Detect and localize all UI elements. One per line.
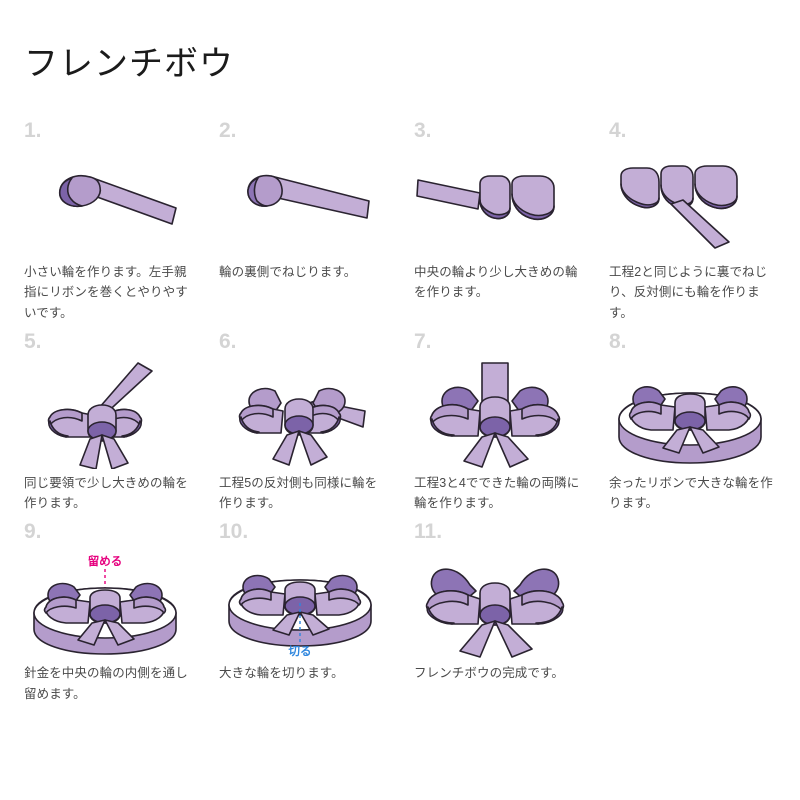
figure-bow-with-diagonal-tail	[24, 357, 206, 469]
empty-grid-cell	[609, 521, 784, 704]
page-title: フレンチボウ	[24, 45, 234, 83]
step-card-8: 8.	[609, 331, 800, 514]
step-number: 6.	[219, 329, 237, 353]
figure-bow-on-big-loop-fasten: 留める	[24, 547, 206, 659]
figure-bow-with-side-tail	[219, 357, 401, 469]
step-number: 10.	[219, 520, 249, 544]
step-card-1: 1. 小さい輪を作ります。左手親 指にリボンを巻くとやりやす いです。	[24, 120, 219, 323]
step-number: 4.	[609, 119, 627, 142]
figure-bow-full-with-top-tail	[414, 357, 596, 469]
step-caption: 中央の輪より少し大きめの輪 を作ります。	[414, 265, 578, 300]
step-number: 1.	[24, 119, 42, 142]
step-card-6: 6.	[219, 331, 414, 514]
annotation-cut-label: 切る	[289, 645, 312, 658]
step-number: 2.	[219, 119, 237, 142]
step-caption: 針金を中央の輪の内側を通し 留めます。	[24, 666, 188, 701]
annotation-fasten-label: 留める	[88, 554, 123, 568]
steps-row-2: 5.	[24, 331, 784, 514]
step-caption: フレンチボウの完成です。	[414, 666, 564, 681]
figure-bow-on-big-loop-cut: 切る	[219, 547, 401, 659]
step-card-4: 4. 工程2と同じように裏でねじ り、反対	[609, 120, 800, 323]
step-card-10: 10.	[219, 521, 414, 704]
figure-ribbon-twisted-loop	[219, 146, 401, 258]
figure-ribbon-three-loops	[609, 146, 791, 258]
figure-bow-on-big-loop	[609, 357, 791, 469]
step-number: 9.	[24, 520, 42, 544]
step-card-3: 3. 中央の輪より少し大きめの輪 を作ります。	[414, 120, 609, 323]
steps-row-1: 1. 小さい輪を作ります。左手親 指にリボンを巻くとやりやす いです。 2.	[24, 120, 784, 323]
step-card-2: 2. 輪の裏側でねじります。	[219, 120, 414, 323]
step-number: 7.	[414, 329, 432, 353]
step-number: 5.	[24, 329, 42, 353]
step-caption: 工程2と同じように裏でねじ り、反対側にも輪を作りま す。	[609, 265, 768, 320]
step-caption: 工程5の反対側も同様に輪を 作ります。	[219, 475, 378, 510]
step-caption: 余ったリボンで大きな輪を作 ります。	[609, 475, 773, 510]
figure-finished-bow	[414, 547, 596, 659]
step-caption: 輪の裏側でねじります。	[219, 265, 357, 279]
figure-ribbon-two-loops	[414, 146, 596, 258]
step-number: 3.	[414, 119, 432, 142]
step-caption: 小さい輪を作ります。左手親 指にリボンを巻くとやりやす いです。	[24, 265, 188, 320]
step-caption: 大きな輪を切ります。	[219, 666, 344, 681]
step-card-5: 5.	[24, 331, 219, 514]
step-card-9: 9. 留める	[24, 521, 219, 704]
step-caption: 工程3と4でできた輪の両隣に 輪を作ります。	[414, 475, 580, 510]
steps-grid: 1. 小さい輪を作ります。左手親 指にリボンを巻くとやりやす いです。 2.	[24, 120, 784, 704]
step-number: 8.	[609, 329, 627, 353]
step-number: 11.	[414, 520, 443, 544]
step-card-7: 7.	[414, 331, 609, 514]
step-caption: 同じ要領で少し大きめの輪を 作ります。	[24, 475, 188, 510]
steps-row-3: 9. 留める	[24, 521, 784, 704]
figure-ribbon-single-loop	[24, 146, 206, 258]
step-card-11: 11.	[414, 521, 609, 704]
